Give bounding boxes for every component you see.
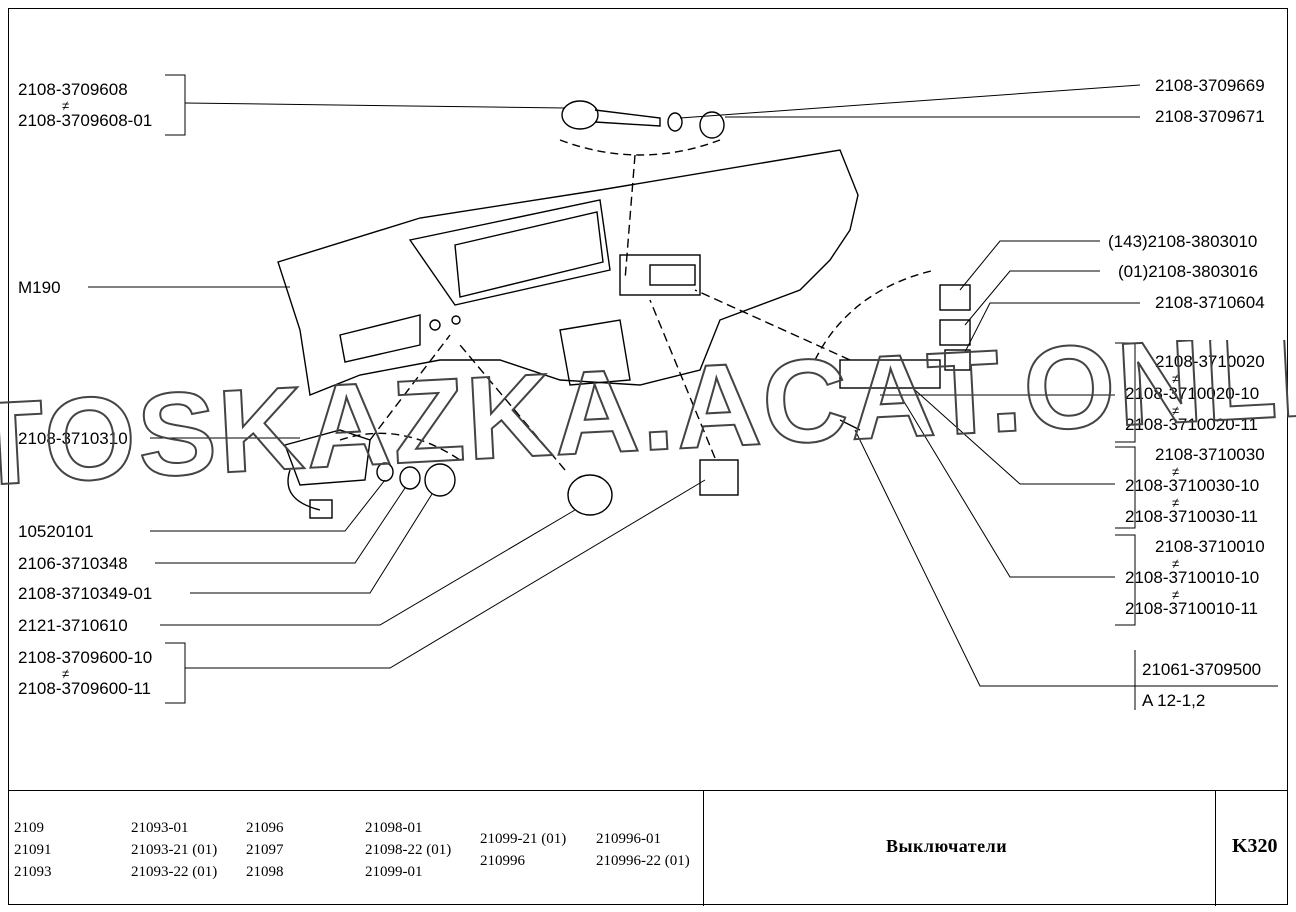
part-label-group-b-0: 2108-3710030: [1155, 445, 1265, 464]
dashboard-illustration: [88, 74, 1278, 710]
not-equal-mark: ≠: [1172, 464, 1180, 479]
sheet-code: K320: [1232, 835, 1278, 857]
model: 21098-22 (01): [365, 842, 452, 858]
part-label-r5: 2108-3710604: [1155, 293, 1265, 312]
part-label-l2: 2106-3710348: [18, 554, 128, 573]
not-equal-mark: ≠: [62, 98, 70, 113]
model: 21093: [14, 864, 52, 880]
model: 21093-21 (01): [131, 842, 218, 858]
part-label-group-a-0: 2108-3710020: [1155, 352, 1265, 371]
part-label-group-c-1: 2108-3710010-10: [1125, 568, 1260, 587]
model: 210996: [480, 853, 525, 869]
part-label-group-c-0: 2108-3710010: [1155, 537, 1265, 556]
title-block: 2109 21091 21093 21093-01 21093-21 (01) …: [8, 790, 1288, 906]
model: 2109: [14, 820, 44, 836]
model: 21097: [246, 842, 284, 858]
model: 21098: [246, 864, 284, 880]
part-label-group-a-2: 2108-3710020-11: [1125, 415, 1258, 434]
part-label-r3: (143)2108-3803010: [1108, 232, 1258, 251]
part-label-lamp: 21061-3709500: [1142, 660, 1262, 679]
part-label-r2: 2108-3709671: [1155, 107, 1265, 126]
not-equal-mark: ≠: [62, 666, 70, 681]
not-equal-mark: ≠: [1172, 556, 1180, 571]
divider: [703, 791, 704, 906]
part-label-r4: (01)2108-3803016: [1118, 262, 1258, 281]
part-label-l4: 2121-3710610: [18, 616, 128, 635]
drawing-frame: [8, 8, 1288, 905]
part-label-group-a-1: 2108-3710020-10: [1125, 384, 1260, 403]
part-label-group-b-2: 2108-3710030-11: [1125, 507, 1258, 526]
not-equal-mark: ≠: [1172, 403, 1180, 418]
part-label-top-switch: 2108-3709608: [18, 80, 128, 99]
not-equal-mark: ≠: [1172, 371, 1180, 386]
model-column: 21099-21 (01) 210996: [480, 828, 566, 872]
model-column: 2109 21091 21093: [14, 817, 52, 883]
part-label-l1: 10520101: [18, 522, 94, 541]
model: 21098-01: [365, 820, 423, 836]
model: 21099-01: [365, 864, 423, 880]
part-label-group-c-2: 2108-3710010-11: [1125, 599, 1258, 618]
model: 21096: [246, 820, 284, 836]
model-column: 21096 21097 21098: [246, 817, 284, 883]
divider: [1215, 791, 1216, 906]
model: 21093-01: [131, 820, 189, 836]
part-label-top-switch-alt: 2108-3709608-01: [18, 111, 153, 130]
sheet-title: Выключатели: [886, 836, 1008, 856]
model: 21091: [14, 842, 52, 858]
part-label-panel: M190: [18, 278, 61, 297]
part-label-l3: 2108-3710349-01: [18, 584, 153, 603]
model: 21093-22 (01): [131, 864, 218, 880]
model-column: 21098-01 21098-22 (01) 21099-01: [365, 817, 451, 883]
not-equal-mark: ≠: [1172, 587, 1180, 602]
model: 210996-01: [596, 831, 661, 847]
model: 210996-22 (01): [596, 853, 690, 869]
part-label-r1: 2108-3709669: [1155, 76, 1265, 95]
part-label-ignition: 2108-3710310: [18, 429, 128, 448]
model-column: 210996-01 210996-22 (01): [596, 828, 690, 872]
model: 21099-21 (01): [480, 831, 567, 847]
part-label-lamp-spec: A 12-1,2: [1142, 691, 1206, 710]
not-equal-mark: ≠: [1172, 495, 1180, 510]
part-label-bottom-switch-alt: 2108-3709600-11: [18, 679, 151, 698]
part-label-bottom-switch: 2108-3709600-10: [18, 648, 153, 667]
part-label-group-b-1: 2108-3710030-10: [1125, 476, 1260, 495]
model-column: 21093-01 21093-21 (01) 21093-22 (01): [131, 817, 217, 883]
